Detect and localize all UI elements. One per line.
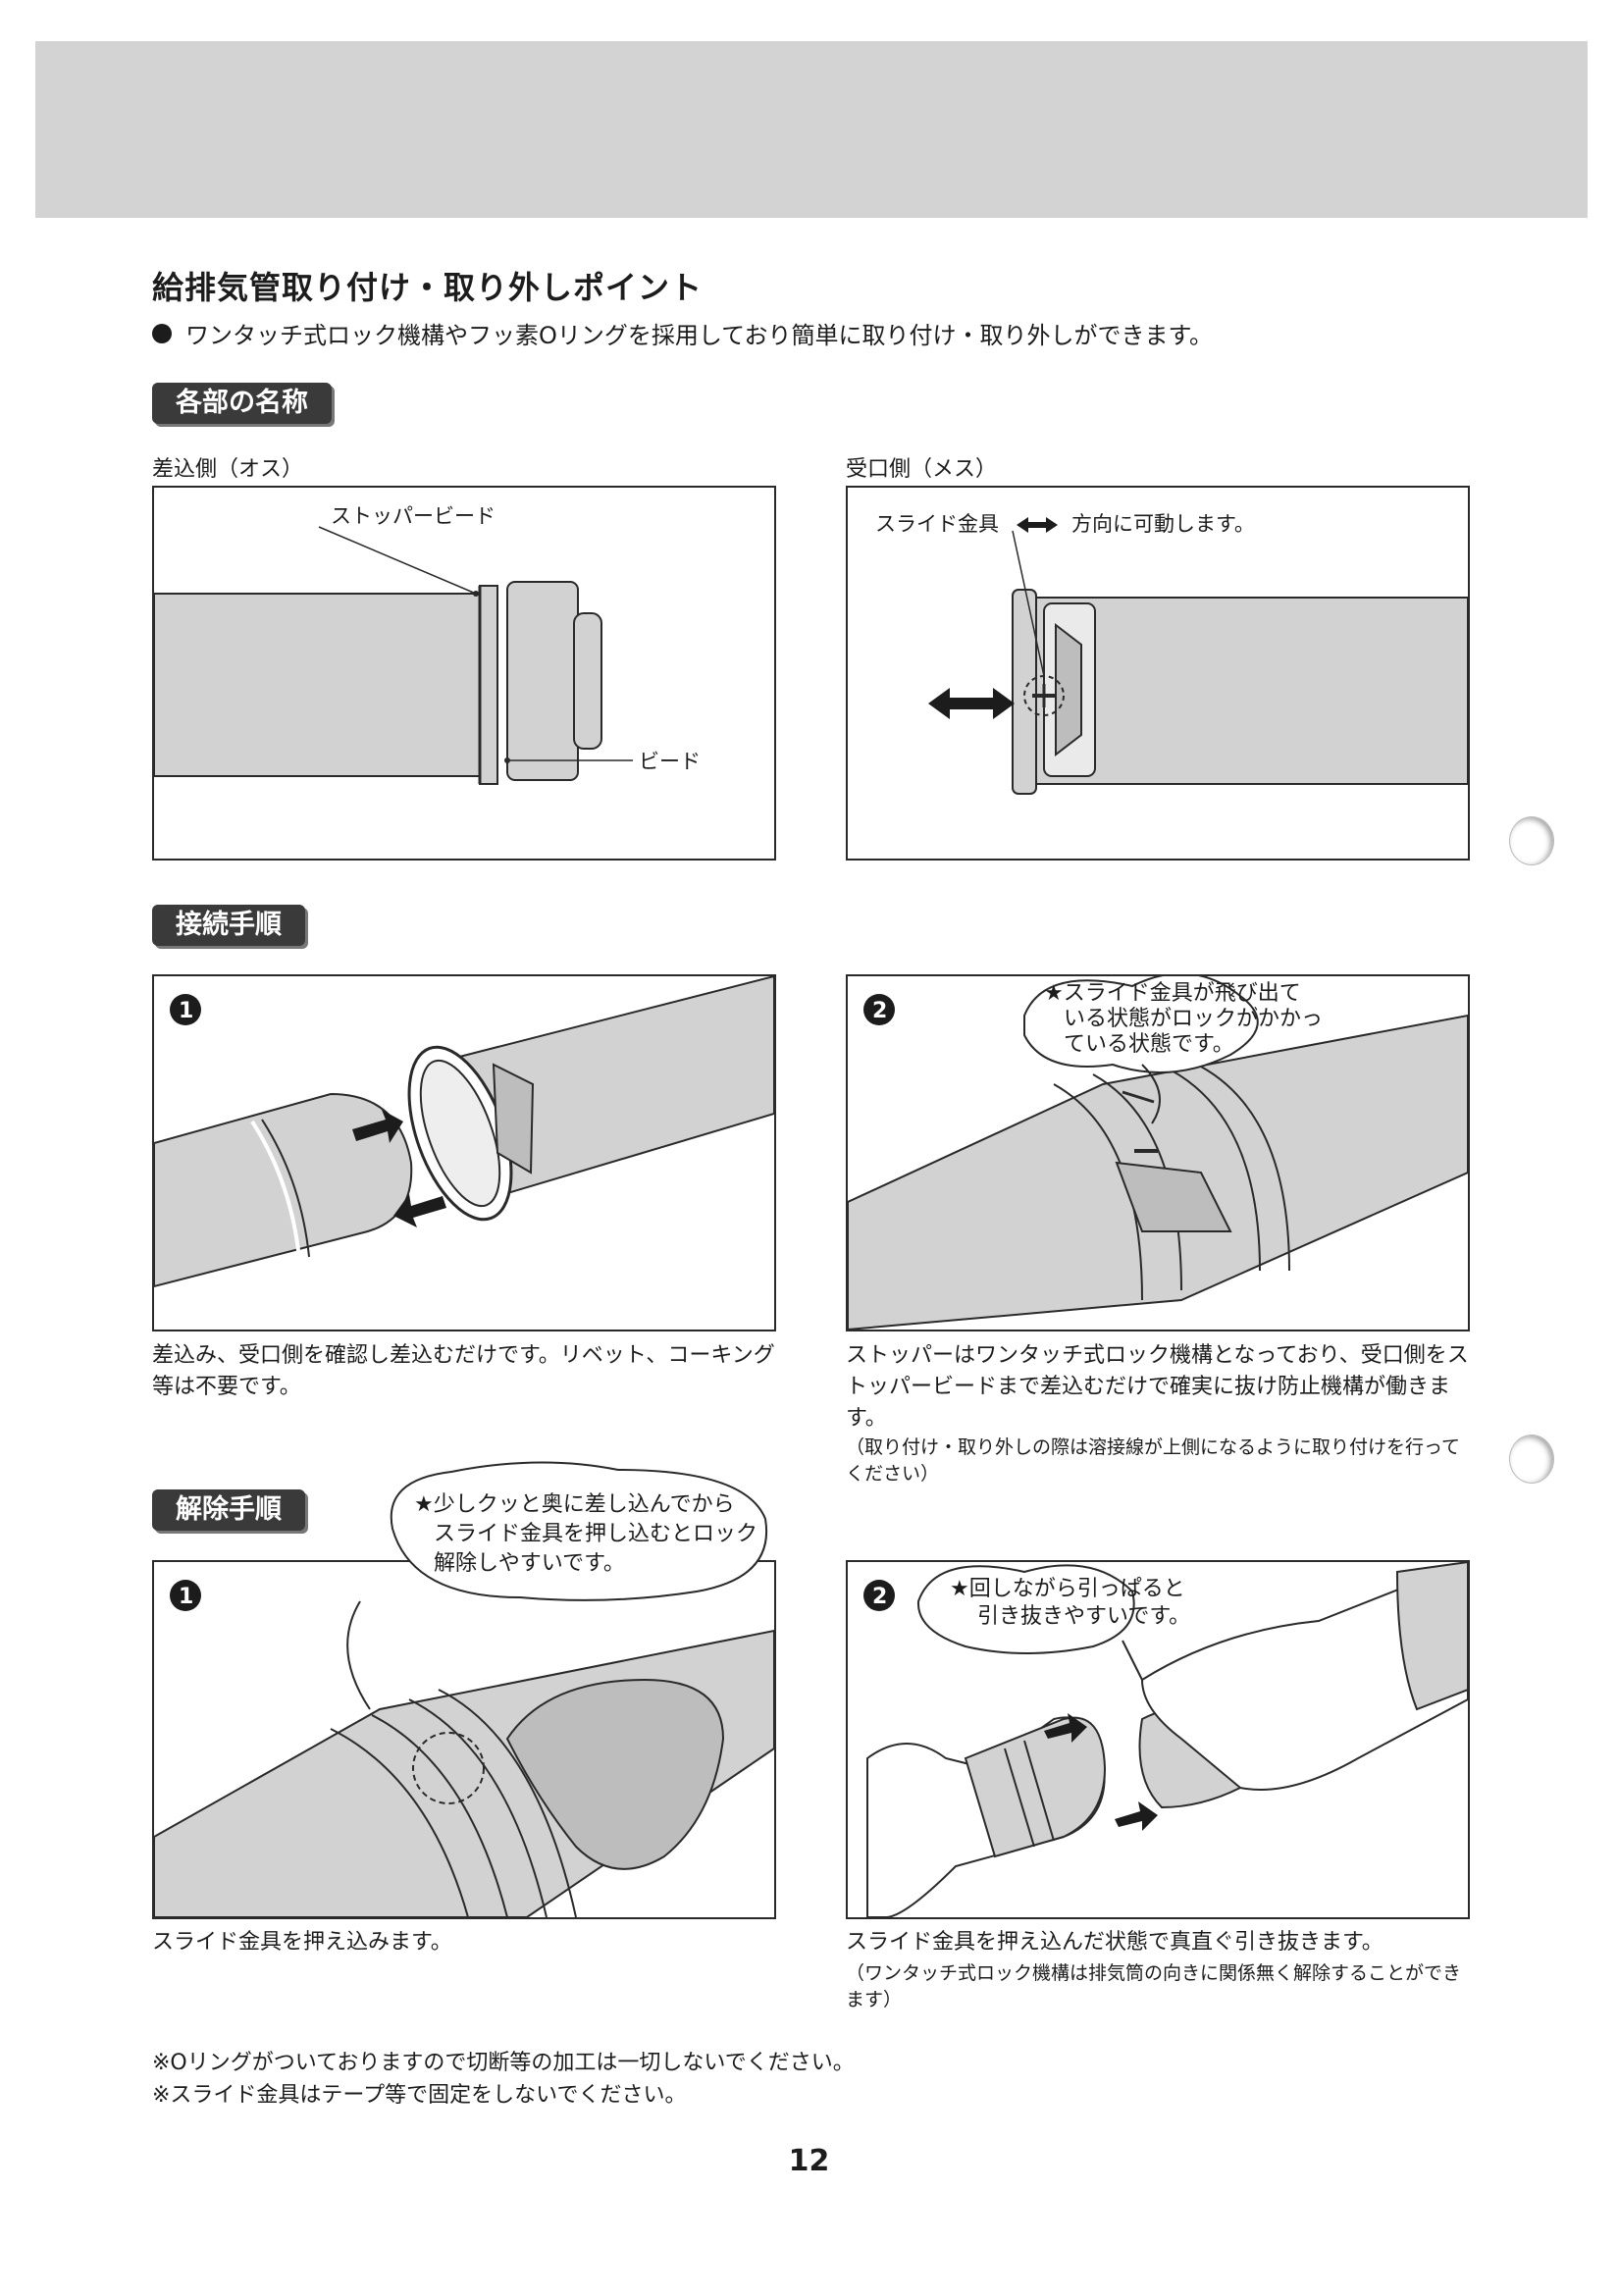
slide-fitting-label: スライド金具 xyxy=(875,512,999,536)
speech-bubble xyxy=(1023,976,1259,1073)
binder-hole xyxy=(1509,1435,1554,1484)
connect-step1-panel: 1 xyxy=(152,974,776,1331)
release-step2-illustration: 2 ★回しながら引っぱると 引き抜きやすいです。 xyxy=(863,1562,1468,1917)
step-number-text: 1 xyxy=(179,1585,193,1609)
header-band xyxy=(35,41,1588,218)
section-pill-names: 各部の名称 xyxy=(152,383,332,424)
lead-line: ワンタッチ式ロック機構やフッ素Oリングを採用しており簡単に取り付け・取り外しがで… xyxy=(152,316,1213,350)
thumb-shape xyxy=(505,1678,725,1870)
step-number-icon xyxy=(863,994,895,1025)
step-number-text: 2 xyxy=(872,1585,887,1609)
female-side-panel: スライド金具 方向に可動します。 xyxy=(846,486,1470,861)
step-number-icon xyxy=(170,994,201,1025)
movable-arrow-icon xyxy=(1017,517,1058,533)
release-caption-1: スライド金具を押え込みます。 xyxy=(152,1930,452,1955)
connect-caption-1: 差込み、受口側を確認し差込むだけです。リベット、コーキング等は不要です。 xyxy=(152,1343,775,1399)
footnote-2: ※スライド金具はテープ等で固定をしないでください。 xyxy=(152,2083,687,2108)
stopper-bead-label: ストッパービード xyxy=(331,504,496,528)
right-hand-shape xyxy=(1140,1562,1468,1791)
male-side-panel: ストッパービード ビード xyxy=(152,486,776,861)
male-side-label: 差込側（オス） xyxy=(152,457,304,482)
bullet-icon xyxy=(152,323,172,343)
receive-arrow-icon xyxy=(393,1194,446,1227)
bubble-line-2: 引き抜きやすいです。 xyxy=(977,1604,1190,1629)
female-side-label: 受口側（メス） xyxy=(846,457,998,482)
lead-text: ワンタッチ式ロック機構やフッ素Oリングを採用しており簡単に取り付け・取り外しがで… xyxy=(185,322,1214,349)
connect-step2-illustration: 2 ★スライド金具が飛び出て いる状態がロックがかかっ ている状態です。 xyxy=(848,976,1468,1330)
page-number: 12 xyxy=(788,2144,830,2178)
bubble-line-2: いる状態がロックがかかっ xyxy=(1064,1007,1323,1031)
release-caption-2: スライド金具を押え込んだ状態で真直ぐ引き抜きます。 xyxy=(846,1930,1383,1955)
step-number-icon xyxy=(170,1580,201,1611)
bead-label: ビード xyxy=(639,750,701,773)
release-step1-panel: 1 xyxy=(152,1560,776,1919)
release-note-2: （ワンタッチ式ロック機構は排気筒の向きに関係無く解除することができます） xyxy=(846,1962,1462,2010)
bubble-line-2: スライド金具を押し込むとロック xyxy=(434,1522,757,1546)
release-step2-panel: 2 ★回しながら引っぱると 引き抜きやすいです。 xyxy=(846,1560,1470,1919)
push-arrow-icon xyxy=(1044,1713,1087,1743)
connect-note-2: （取り付け・取り外しの際は溶接線が上側になるように取り付けを行ってください） xyxy=(846,1436,1461,1485)
connect-step2-panel: 2 ★スライド金具が飛び出て いる状態がロックがかかっ ている状態です。 xyxy=(846,974,1470,1331)
release-step1-illustration: 1 xyxy=(154,1580,774,1917)
connect-caption-2: ストッパーはワンタッチ式ロック機構となっており、受口側をストッパービードまで差込… xyxy=(846,1343,1469,1431)
step-number-text: 1 xyxy=(179,999,193,1023)
bubble-line-3: 解除しやすいです。 xyxy=(434,1551,625,1576)
double-arrow-icon xyxy=(928,688,1015,719)
male-pipe-illustration: ストッパービード ビード xyxy=(154,504,701,785)
step-number-icon xyxy=(863,1580,895,1611)
pull-arrow-icon xyxy=(1115,1801,1158,1831)
binder-hole xyxy=(1509,816,1554,865)
movable-text: 方向に可動します。 xyxy=(1071,512,1255,536)
bubble-line-3: ている状態です。 xyxy=(1064,1032,1234,1057)
section-pill-release: 解除手順 xyxy=(152,1489,305,1531)
release-bubble-1: ★少しクッと奥に差し込んでから スライド金具を押し込むとロック 解除しやすいです… xyxy=(390,1461,768,1601)
bubble-line-1: ★回しながら引っぱると xyxy=(950,1577,1185,1601)
female-pipe-illustration: スライド金具 方向に可動します。 xyxy=(875,512,1468,795)
bubble-line-1: ★スライド金具が飛び出て xyxy=(1044,981,1301,1006)
page-title: 給排気管取り付け・取り外しポイント xyxy=(152,269,704,306)
speech-bubble xyxy=(916,1564,1135,1654)
step-number-text: 2 xyxy=(872,999,887,1023)
bubble-line-1: ★少しクッと奥に差し込んでから xyxy=(414,1492,735,1517)
connect-step1-illustration: 1 xyxy=(154,976,774,1288)
footnote-1: ※Oリングがついておりますので切断等の加工は一切しないでください。 xyxy=(152,2051,855,2075)
insert-arrow-icon xyxy=(352,1110,403,1143)
section-pill-connect: 接続手順 xyxy=(152,905,305,946)
